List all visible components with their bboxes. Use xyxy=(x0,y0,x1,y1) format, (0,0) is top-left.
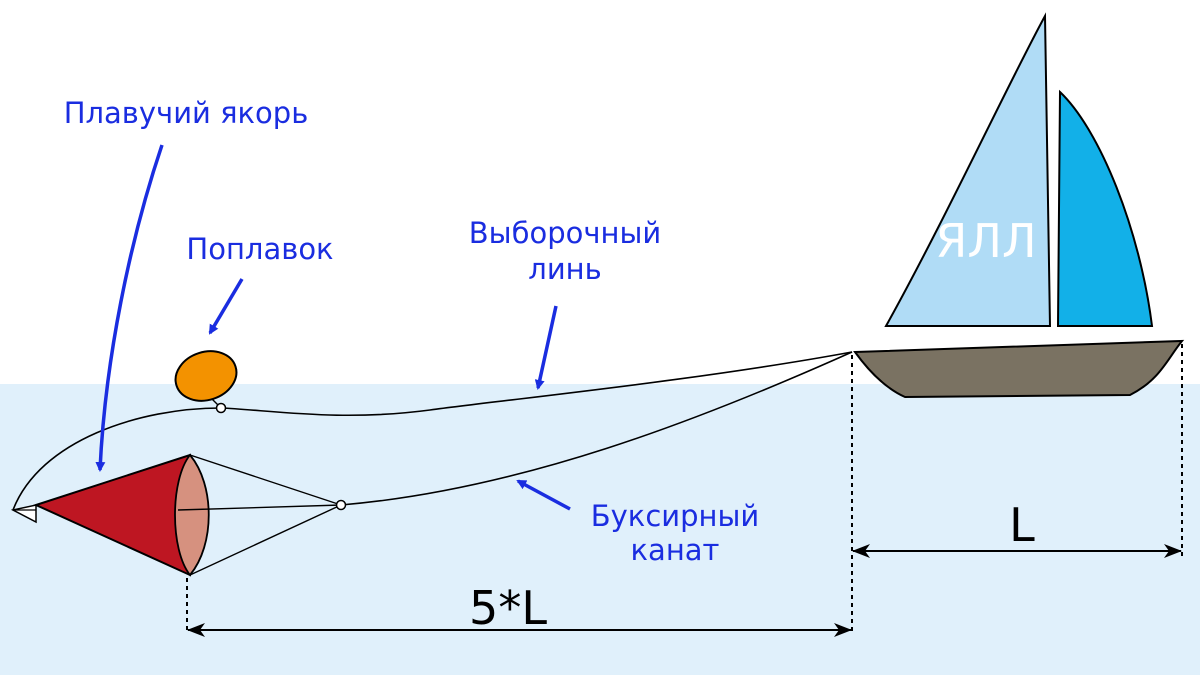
tow-rope-label-2: канат xyxy=(631,533,720,567)
anchor-tip xyxy=(10,504,37,524)
sea-anchor-label: Плавучий якорь xyxy=(64,96,309,130)
tow-rope-label-1: Буксирный xyxy=(591,499,759,533)
bridle-top xyxy=(189,454,342,506)
tow-rope xyxy=(340,351,853,506)
hull xyxy=(853,339,1185,399)
bridle-bottom xyxy=(189,504,342,576)
mainsail xyxy=(884,12,1052,327)
float-ring xyxy=(215,402,227,414)
boat-length-label: L xyxy=(1009,498,1035,552)
jib xyxy=(1056,89,1154,327)
arrow-icon xyxy=(208,278,244,335)
boat-type-label: ЯЛЛ xyxy=(935,214,1036,268)
arrow-icon xyxy=(95,144,164,472)
float xyxy=(174,350,238,402)
arrow-icon xyxy=(534,305,558,390)
retrieval-line-label-1: Выборочный xyxy=(469,216,661,250)
float-label: Поплавок xyxy=(186,232,333,266)
rope-length-label: 5*L xyxy=(469,581,547,635)
swivel-ring xyxy=(335,499,347,511)
bridle-mid xyxy=(177,504,342,511)
arrow-icon xyxy=(516,479,571,511)
retrieval-line-label-2: линь xyxy=(528,252,601,286)
